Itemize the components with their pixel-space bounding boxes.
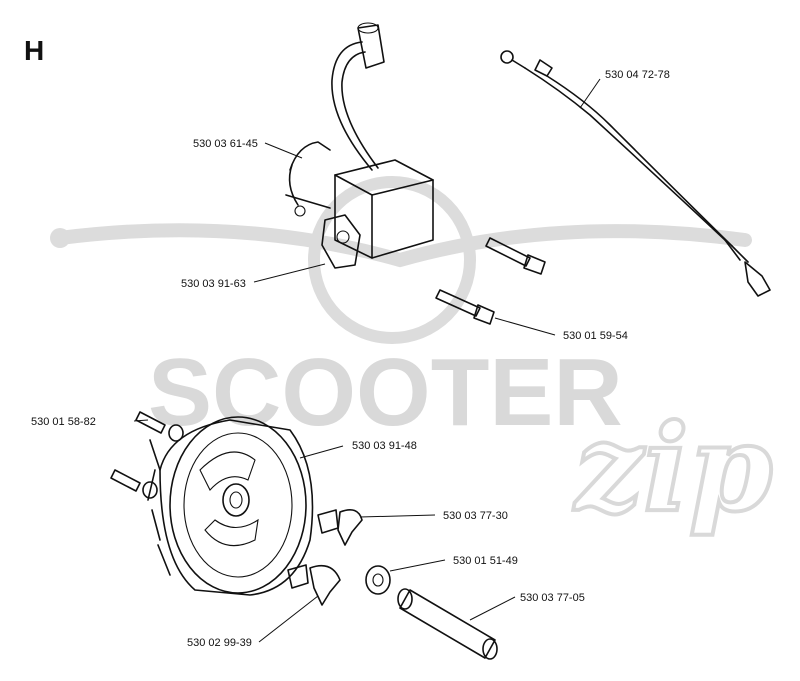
flywheel-drawing: [147, 416, 314, 596]
label-ignition-module: 530 03 91-63: [181, 278, 246, 290]
watermark-handlebar-end: [50, 228, 70, 248]
label-pawl: 530 02 99-39: [187, 637, 252, 649]
watermark-handlebar: [53, 223, 752, 268]
label-module-screw: 530 01 59-54: [563, 330, 628, 342]
label-washer: 530 01 51-49: [453, 555, 518, 567]
watermark-brand-script: zip: [573, 398, 773, 539]
label-flywheel-screw: 530 01 58-82: [31, 416, 96, 428]
watermark: SCOOTER zip: [50, 176, 775, 541]
label-coil-bracket: 530 03 61-45: [193, 138, 258, 150]
wiring-harness-drawing: [500, 50, 771, 297]
flywheel-screws-drawing: [110, 411, 184, 499]
module-screws-drawing: [435, 237, 546, 325]
ignition-module-drawing: [285, 22, 434, 269]
leader-lines: [133, 78, 601, 643]
watermark-brand-text: SCOOTER: [148, 339, 623, 446]
washer-sleeve-drawing: [365, 565, 498, 660]
watermark-emblem: [308, 176, 476, 344]
section-letter: H: [24, 35, 44, 66]
label-sleeve: 530 03 77-05: [520, 592, 585, 604]
label-wiring-harness: 530 04 72-78: [605, 69, 670, 81]
label-flywheel: 530 03 91-48: [352, 440, 417, 452]
label-pawl-spring: 530 03 77-30: [443, 510, 508, 522]
pawls-drawing: [287, 509, 363, 606]
